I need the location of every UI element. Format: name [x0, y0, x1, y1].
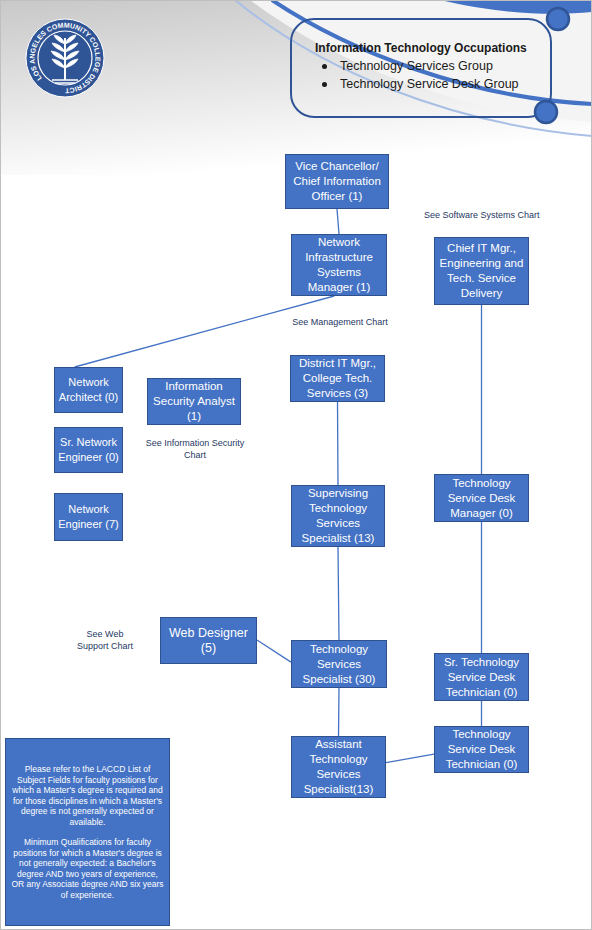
- title-panel: Information Technology OccupationsTechno…: [290, 18, 552, 118]
- bullet-item: Technology Service Desk Group: [315, 75, 519, 93]
- header-band: [440, 0, 592, 14]
- role-title: Network Engineer (7): [56, 502, 121, 532]
- header-dot: [547, 8, 569, 30]
- role-title: Technology Service Desk Manager (0): [438, 476, 525, 521]
- logo-leaves: [51, 35, 79, 68]
- header-curve: [272, 0, 592, 104]
- logo-text: LOS ANGELES COMMUNITY COLLEGE DISTRICT: [28, 21, 101, 94]
- header-curve: [235, 0, 592, 136]
- role-box: Sr. Network Engineer (0): [54, 427, 123, 473]
- role-title: Network Infrastructure Systems Manager (…: [295, 235, 383, 295]
- note-paragraph: Minimum Qualifications for faculty posit…: [11, 837, 164, 900]
- role-box: Vice Chancellor/ Chief Information Offic…: [285, 154, 389, 209]
- district-logo: LOS ANGELES COMMUNITY COLLEGE DISTRICT: [26, 19, 104, 97]
- role-title: Vice Chancellor/ Chief Information Offic…: [289, 159, 385, 204]
- note-box: Please refer to the LACCD List of Subjec…: [5, 738, 170, 926]
- reporting-line: [337, 402, 339, 485]
- bullet-item: Technology Services Group: [315, 57, 493, 75]
- reporting-line: [338, 688, 340, 736]
- role-box: Information Security Analyst (1): [147, 378, 241, 425]
- chart-reference: See Management Chart: [283, 316, 397, 328]
- logo-ring: [26, 19, 104, 97]
- role-title: Sr. Technology Service Desk Technician (…: [438, 655, 525, 700]
- header-swoosh: [250, 0, 592, 122]
- note-paragraph: Please refer to the LACCD List of Subjec…: [11, 764, 164, 827]
- role-box: Web Designer (5): [160, 617, 257, 664]
- role-title: Information Security Analyst (1): [151, 379, 237, 424]
- role-box: Technology Services Specialist (30): [291, 640, 387, 688]
- reporting-line: [386, 754, 434, 762]
- role-title: Chief IT Mgr., Engineering and Tech. Ser…: [438, 241, 525, 301]
- role-title: Technology Services Specialist (30): [295, 642, 383, 687]
- reporting-line: [338, 547, 339, 640]
- chart-heading: Information Technology Occupations: [315, 39, 527, 57]
- role-title: Sr. Network Engineer (0): [56, 435, 121, 465]
- role-box: Chief IT Mgr., Engineering and Tech. Ser…: [434, 237, 529, 305]
- role-box: Sr. Technology Service Desk Technician (…: [434, 653, 529, 701]
- chart-reference: See Information Security Chart: [140, 437, 250, 461]
- header-dot: [535, 101, 557, 123]
- reporting-line: [337, 209, 339, 234]
- logo-text-group: LOS ANGELES COMMUNITY COLLEGE DISTRICT: [28, 21, 101, 94]
- chart-reference: See Web Support Chart: [72, 628, 138, 652]
- reporting-line: [481, 701, 482, 726]
- role-box: Network Engineer (7): [54, 493, 123, 541]
- role-title: Assistant Technology Services Specialist…: [295, 737, 382, 797]
- reporting-line: [481, 305, 482, 474]
- role-box: Network Architect (0): [54, 367, 123, 413]
- role-box: Assistant Technology Services Specialist…: [291, 736, 386, 798]
- header-gradient: [0, 0, 592, 175]
- role-box: Supervising Technology Services Speciali…: [291, 485, 385, 547]
- logo-center: [38, 31, 92, 85]
- role-box: Network Infrastructure Systems Manager (…: [291, 234, 387, 296]
- reporting-line: [257, 640, 291, 662]
- reporting-line: [481, 522, 482, 653]
- role-title: Web Designer (5): [166, 626, 251, 656]
- role-box: District IT Mgr., College Tech. Services…: [290, 355, 385, 402]
- role-title: Supervising Technology Services Speciali…: [295, 486, 381, 546]
- role-box: Technology Service Desk Technician (0): [434, 726, 529, 773]
- role-title: District IT Mgr., College Tech. Services…: [294, 356, 381, 401]
- role-title: Technology Service Desk Technician (0): [438, 727, 525, 772]
- role-box: Technology Service Desk Manager (0): [434, 474, 529, 522]
- chart-reference: See Software Systems Chart: [424, 209, 558, 221]
- role-title: Network Architect (0): [56, 375, 121, 405]
- logo-base: [52, 80, 78, 83]
